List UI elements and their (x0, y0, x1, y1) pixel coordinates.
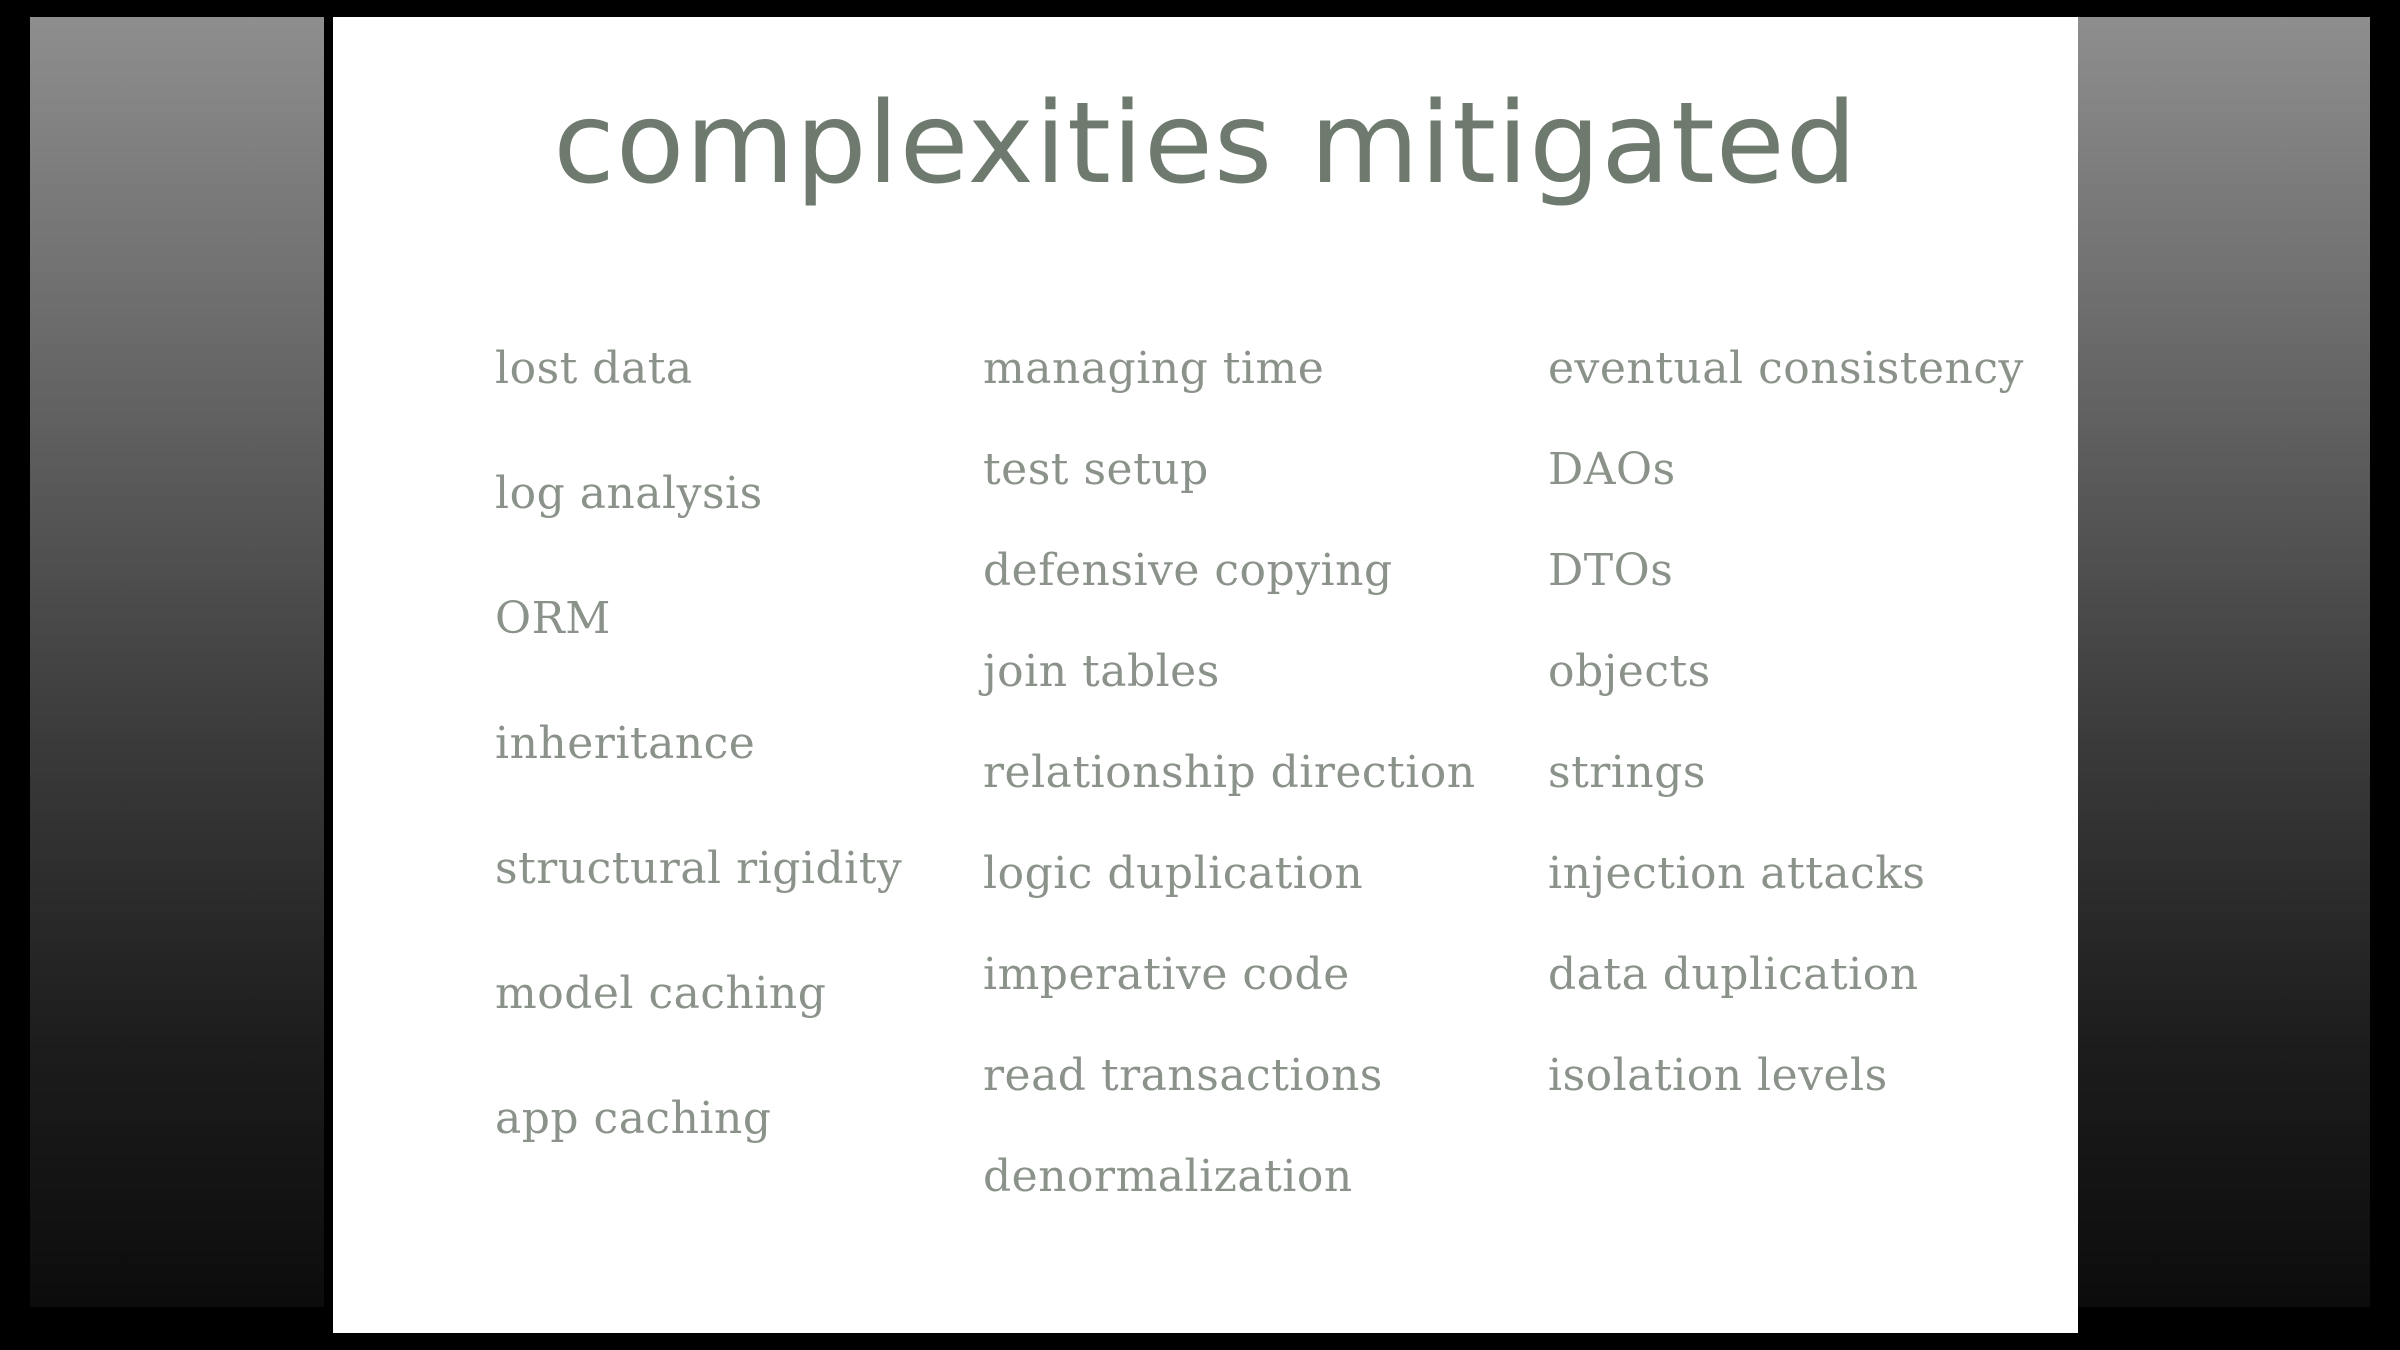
left-gradient-panel (30, 17, 324, 1307)
list-item: managing time (983, 343, 1325, 394)
list-item: objects (1548, 646, 1711, 697)
list-item: injection attacks (1548, 848, 1926, 899)
list-item: test setup (983, 444, 1209, 495)
list-item: strings (1548, 747, 1706, 798)
list-item: model caching (495, 968, 827, 1019)
list-item: log analysis (495, 468, 763, 519)
list-item: join tables (983, 646, 1220, 697)
list-item: isolation levels (1548, 1050, 1888, 1101)
list-item: denormalization (983, 1151, 1353, 1202)
list-item: relationship direction (983, 747, 1476, 798)
list-item: app caching (495, 1093, 772, 1144)
list-item: eventual consistency (1548, 343, 2024, 394)
list-item: imperative code (983, 949, 1350, 1000)
presentation-slide: complexities mitigated lost data log ana… (333, 17, 2078, 1333)
list-item: ORM (495, 593, 611, 644)
list-item: data duplication (1548, 949, 1919, 1000)
right-gradient-panel (2078, 17, 2370, 1307)
list-item: structural rigidity (495, 843, 903, 894)
list-item: DAOs (1548, 444, 1676, 495)
list-item: defensive copying (983, 545, 1393, 596)
list-item: inheritance (495, 718, 756, 769)
list-item: DTOs (1548, 545, 1674, 596)
slide-title: complexities mitigated (553, 79, 1858, 209)
list-item: logic duplication (983, 848, 1364, 899)
list-item: lost data (495, 343, 693, 394)
list-item: read transactions (983, 1050, 1383, 1101)
